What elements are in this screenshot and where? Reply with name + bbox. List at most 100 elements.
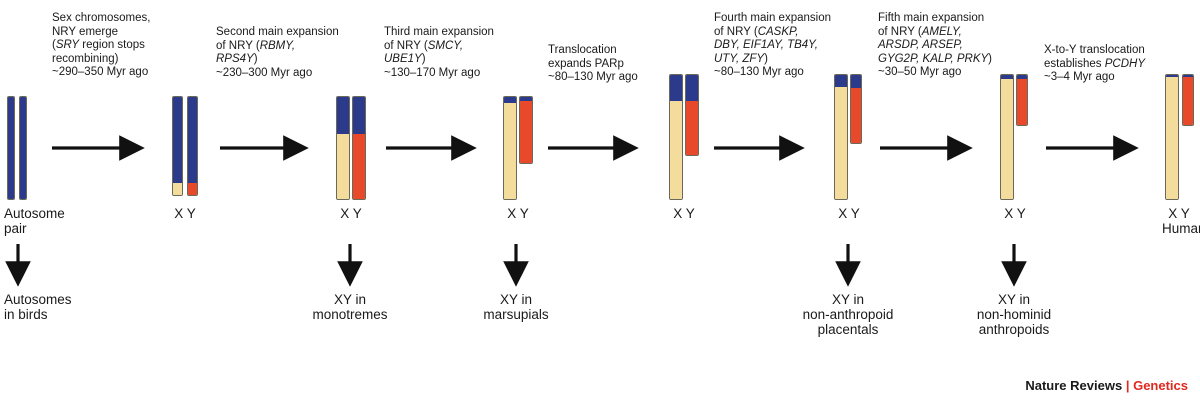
label-xy-stage1: X Y [174, 206, 196, 221]
blue-region [1166, 75, 1178, 78]
caption-line: GYG2P, KALP, PRKY) [878, 52, 993, 65]
blue-region [1183, 75, 1193, 77]
orange-region [353, 133, 365, 199]
caption-line: ~80–130 Myr ago [714, 66, 804, 78]
outcome-monotremes: XY in monotremes [312, 292, 388, 322]
blue-region [851, 75, 861, 88]
caption-line: of NRY (CASKP, [714, 25, 799, 38]
label-xy-human: X Y Human [1162, 206, 1200, 236]
cream-region [1166, 77, 1178, 199]
down-arrows [5, 244, 1027, 287]
x-chromosome [503, 96, 517, 200]
cream-region [1001, 78, 1013, 199]
cream-region [504, 103, 516, 199]
y-chromosome [685, 74, 699, 156]
caption-line: ~80–130 Myr ago [548, 71, 638, 83]
blue-region [686, 75, 698, 101]
label-xy-stage4: X Y [673, 206, 695, 221]
caption-line: Second main expansion [216, 26, 339, 38]
x-chromosome [1000, 74, 1014, 200]
orange-region [1183, 76, 1193, 125]
outcome-marsupials: XY in marsupials [483, 292, 549, 322]
y-chromosome [352, 96, 366, 200]
blue-region [173, 97, 182, 184]
caption-line: ~30–50 Myr ago [878, 66, 962, 78]
orange-region [188, 183, 197, 195]
caption-line: of NRY (RBMY, [216, 39, 296, 52]
caption-line: (SRY region stops [52, 39, 145, 51]
caption-line: recombining) [52, 52, 119, 65]
blue-region [670, 75, 682, 102]
caption-line: of NRY (AMELY, [878, 25, 962, 38]
x-chromosome [1165, 74, 1179, 200]
caption-line: UTY, ZFY) [714, 52, 768, 65]
orange-region [686, 100, 698, 155]
credit-separator: | [1125, 378, 1130, 393]
blue-region [188, 97, 197, 184]
y-chromosome [519, 96, 533, 164]
blue-region [8, 97, 14, 199]
x-chromosome [336, 96, 350, 200]
label-human: Human [1162, 221, 1200, 236]
journal-section: Genetics [1133, 378, 1188, 393]
caption-line: Fourth main expansion [714, 12, 831, 24]
outcome-non-anthropoid-placentals: XY in non-anthropoid placentals [802, 292, 894, 337]
blue-region [353, 97, 365, 134]
caption-line: establishes PCDHY [1044, 57, 1145, 70]
caption-line: ~130–170 Myr ago [384, 66, 481, 79]
blue-region [20, 97, 26, 199]
cream-region [835, 87, 847, 199]
y-chromosome [1016, 74, 1028, 126]
x-chromosome [669, 74, 683, 200]
blue-region [1017, 75, 1027, 79]
blue-region [1001, 75, 1013, 79]
autosome-2 [19, 96, 27, 200]
caption-line: RPS4Y) [216, 53, 258, 65]
label-xy-stage3: X Y [507, 206, 529, 221]
x-chromosome [834, 74, 848, 200]
y-chromosome [187, 96, 198, 196]
y-chromosome [1182, 74, 1194, 126]
caption-line: of NRY (SMCY, [384, 39, 464, 52]
journal-name: Nature Reviews [1025, 378, 1123, 393]
blue-region [337, 97, 349, 134]
label-autosome-pair: Autosome pair [4, 206, 65, 236]
caption-line: ~290–350 Myr ago [52, 66, 149, 78]
caption-sex-chromosomes-emerge: Sex chromosomes,NRY emerge(SRY region st… [52, 12, 150, 80]
autosome-1 [7, 96, 15, 200]
label-xy-stage6: X Y [1004, 206, 1026, 221]
caption-line: UBE1Y) [384, 53, 426, 65]
caption-line: Third main expansion [384, 26, 494, 38]
x-chromosome [172, 96, 183, 196]
journal-credit: Nature Reviews | Genetics [1025, 378, 1188, 393]
cream-region [337, 133, 349, 199]
orange-region [1017, 78, 1027, 125]
caption-line: X-to-Y translocation [1044, 44, 1145, 56]
caption-line: Fifth main expansion [878, 12, 985, 24]
orange-region [520, 100, 532, 163]
outcome-non-hominid-anthropoids: XY in non-hominid anthropoids [976, 292, 1052, 337]
label-xy-stage2: X Y [340, 206, 362, 221]
caption-line: DBY, EIF1AY, TB4Y, [714, 39, 818, 51]
label-xy-stage5: X Y [838, 206, 860, 221]
caption-line: Translocation [548, 44, 617, 56]
caption-line: ~230–300 Myr ago [216, 66, 313, 79]
caption-line: Sex chromosomes, [52, 12, 151, 24]
caption-line: ARSDP, ARSEP, [878, 39, 963, 51]
blue-region [504, 97, 516, 104]
cream-region [173, 183, 182, 195]
blue-region [520, 97, 532, 101]
orange-region [851, 87, 861, 143]
caption-line: expands PARp [548, 57, 624, 70]
blue-region [835, 75, 847, 88]
caption-line: NRY emerge [52, 25, 119, 38]
outcome-birds: Autosomes in birds [4, 292, 72, 322]
cream-region [670, 101, 682, 199]
